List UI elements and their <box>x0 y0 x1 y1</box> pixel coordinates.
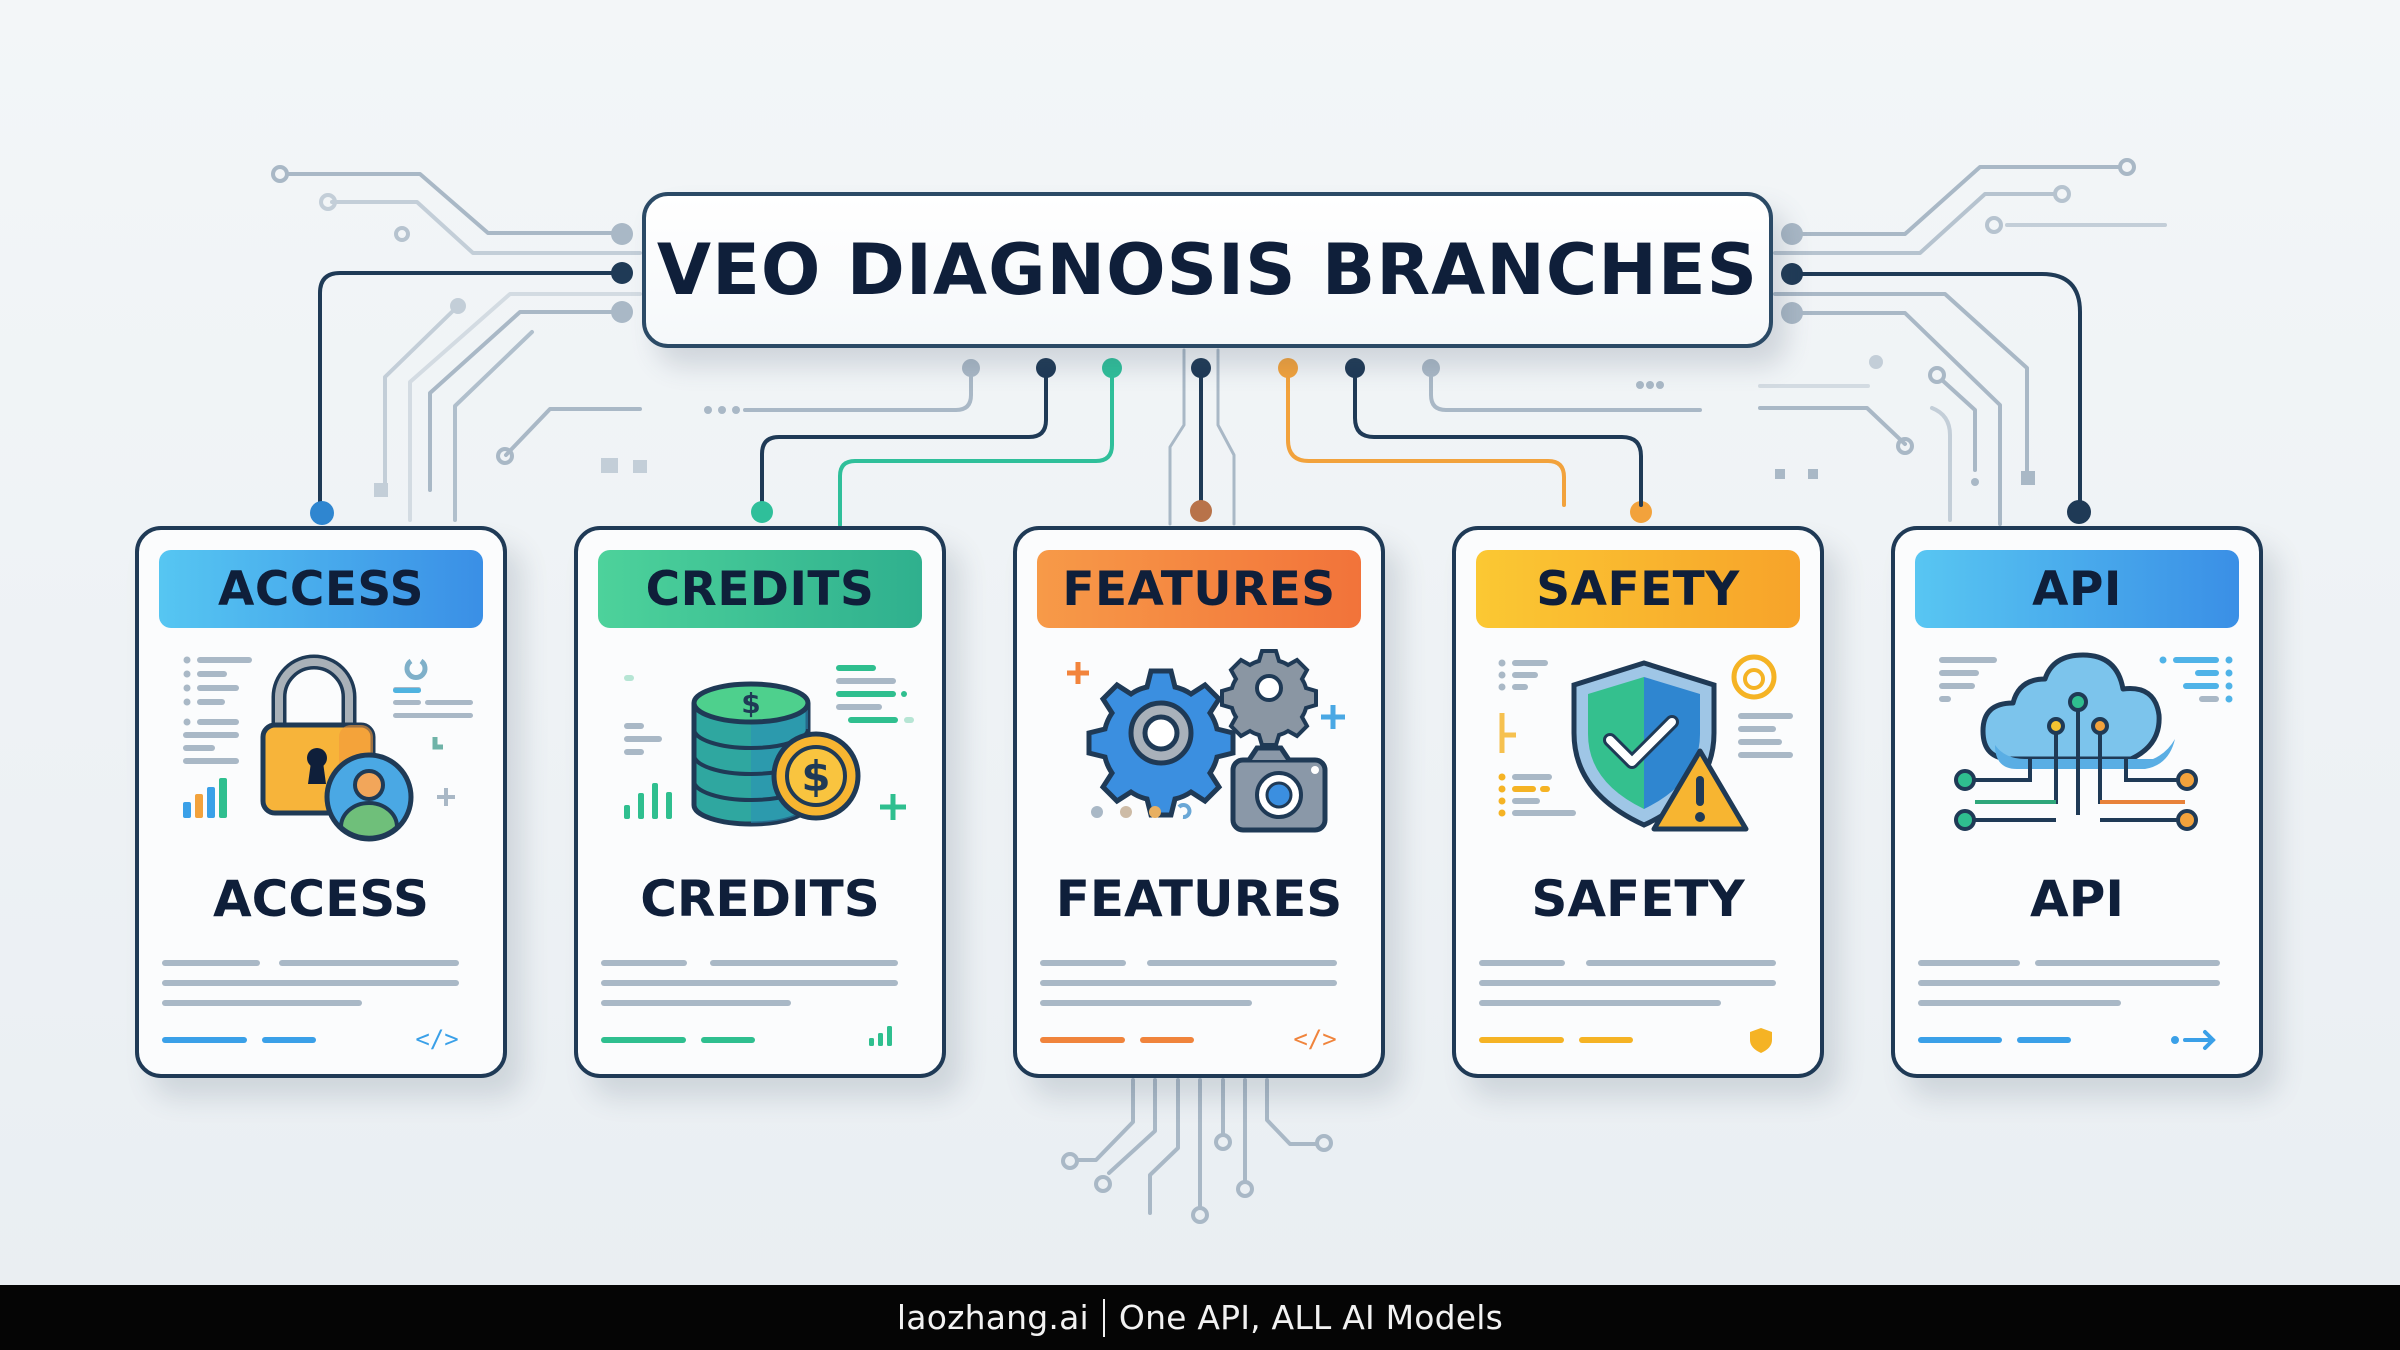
branch-card-access[interactable]: ACCESS ACCESS </ <box>135 526 507 1078</box>
bar-chart-icon <box>869 1026 892 1046</box>
branch-card-credits[interactable]: CREDITS $ $ CREDITS <box>574 526 946 1078</box>
gears-camera-icon <box>1067 649 1345 833</box>
card-header: FEATURES <box>1037 550 1361 628</box>
footer-bar: laozhang.ai One API, ALL AI Models <box>0 1285 2400 1350</box>
svg-text:$: $ <box>801 752 830 801</box>
card-text-lines <box>1479 960 1776 1053</box>
branch-card-features[interactable]: FEATURES FEATURES </> <box>1013 526 1385 1078</box>
svg-text:$: $ <box>741 687 760 720</box>
card-text-lines <box>601 960 898 1046</box>
card-label: SAFETY <box>1531 870 1745 928</box>
shield-icon <box>1750 1028 1772 1053</box>
card-text-lines <box>1918 960 2220 1050</box>
arrow-right-icon <box>2171 1030 2216 1050</box>
card-text-lines: </> <box>1040 960 1337 1053</box>
card-header: CREDITS <box>598 550 922 628</box>
circuit-connectors <box>271 158 2167 1224</box>
page-title: VEO DIAGNOSIS BRANCHES <box>656 229 1759 311</box>
card-header: SAFETY <box>1476 550 1800 628</box>
lock-user-icon <box>183 654 473 842</box>
footer-tagline: One API, ALL AI Models <box>1118 1298 1504 1337</box>
card-text-lines: </> <box>162 960 459 1053</box>
card-header-label: API <box>2032 561 2122 617</box>
card-label: CREDITS <box>640 870 880 928</box>
card-header-label: SAFETY <box>1536 561 1740 617</box>
card-header: ACCESS <box>159 550 483 628</box>
card-header-label: CREDITS <box>645 561 875 617</box>
code-icon: </> <box>1293 1025 1336 1053</box>
footer-divider <box>1102 1298 1105 1337</box>
card-label: ACCESS <box>212 870 429 928</box>
card-header-label: FEATURES <box>1062 561 1336 617</box>
coins-stack-icon: $ $ <box>624 665 914 827</box>
cloud-circuit-icon <box>1939 652 2233 831</box>
shield-warning-icon <box>1498 654 1793 832</box>
footer-brand: laozhang.ai <box>896 1298 1089 1337</box>
card-header: API <box>1915 550 2239 628</box>
code-icon: </> <box>415 1025 458 1053</box>
branch-card-safety[interactable]: SAFETY SAFETY <box>1452 526 1824 1078</box>
branch-card-api[interactable]: API API <box>1891 526 2263 1078</box>
card-header-label: ACCESS <box>217 561 425 617</box>
card-label: API <box>2030 870 2124 928</box>
title-box: VEO DIAGNOSIS BRANCHES <box>642 192 1773 348</box>
card-label: FEATURES <box>1055 870 1343 928</box>
